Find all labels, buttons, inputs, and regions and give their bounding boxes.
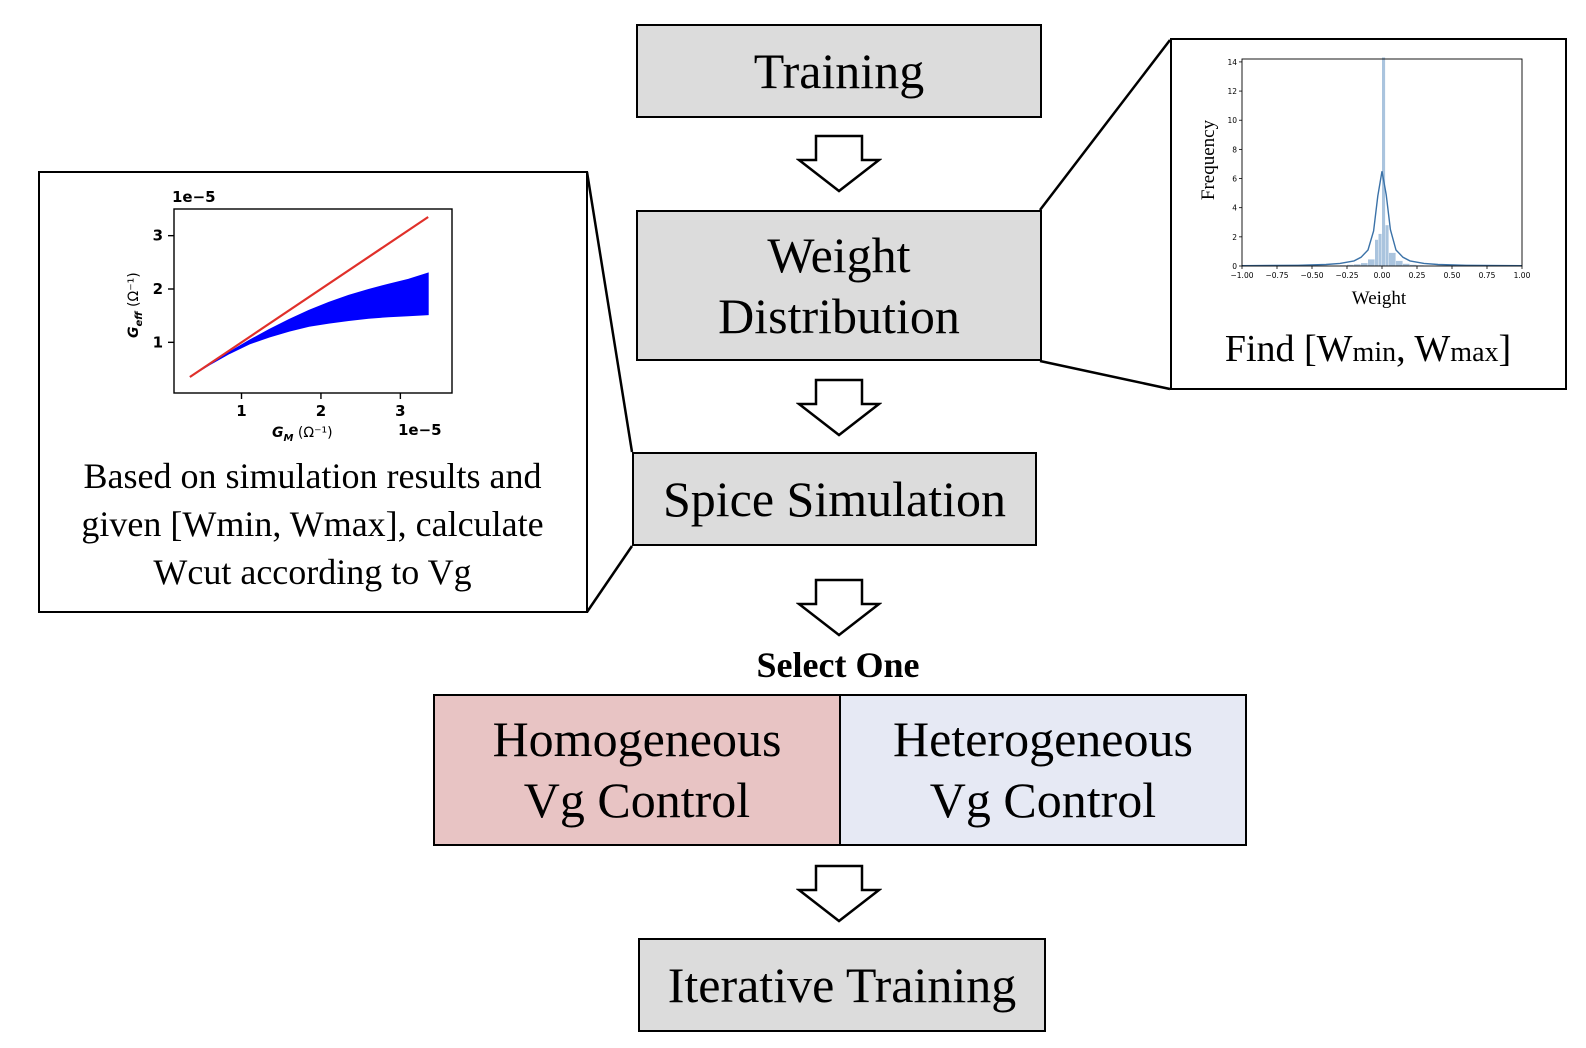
histogram-x-tick-label: 0.25 [1409,271,1426,280]
training-box: Training [636,24,1042,118]
connector-spice-top [585,171,634,453]
caption-line-1: Based on simulation results and [83,456,542,496]
x-exponent-label: 1e−5 [398,421,442,439]
caption-max: max [1450,337,1499,368]
histogram-x-tick-label: −0.50 [1301,271,1324,280]
histogram-y-tick-label: 6 [1232,175,1237,184]
homogeneous-line2: Vg Control [523,772,751,828]
histogram-y-ticks: 0 2 4 6 8 10 12 14 [1227,58,1242,271]
weight-distribution-box: Weight Distribution [636,210,1042,361]
y-tick-label: 2 [153,280,163,298]
blue-band-area [189,272,429,378]
histogram-y-tick-label: 4 [1232,204,1237,213]
iterative-training-box: Iterative Training [638,938,1046,1032]
connector-weight-top [1039,39,1171,211]
select-one-label: Select One [756,645,920,685]
simulation-panel: 1 2 3 1 2 3 1e−5 1e−5 GM (Ω⁻¹) Geff (Ω⁻¹) Ba… [38,171,588,613]
histogram-x-ticks: −1.00 −0.75 −0.50 −0.25 0.00 0.25 0.50 0.75 1.00 [1231,266,1531,280]
histogram-bin [1389,252,1396,266]
caption-line-3: Wcut according to Vg [153,551,472,592]
histogram-x-tick-label: 0.00 [1374,271,1391,280]
histogram-y-tick-label: 8 [1232,145,1237,154]
spice-simulation-label: Spice Simulation [662,470,1007,527]
homogeneous-label: Homogeneous Vg Control [493,709,782,831]
y-tick-label: 1 [153,333,163,351]
caption-suffix: ] [1498,328,1512,370]
caption-line-2: given [Wmin, Wmax], calculate [81,503,544,544]
x-tick-label: 1 [236,402,246,420]
down-arrow-icon [796,378,882,437]
x-tick-label: 3 [395,402,405,420]
weight-histogram-chart: −1.00 −0.75 −0.50 −0.25 0.00 0.25 0.50 0.75 1.00… [1198,57,1531,309]
connector-spice-bottom [585,545,634,613]
weight-histogram-panel: −1.00 −0.75 −0.50 −0.25 0.00 0.25 0.50 0.75 1.00… [1170,38,1567,390]
histogram-x-tick-label: −0.75 [1266,271,1289,280]
histogram-bin [1347,264,1354,266]
down-arrow-icon [796,864,882,923]
histogram-y-tick-label: 0 [1232,262,1237,271]
histogram-bins [1340,57,1424,266]
y-axis-label: Geff (Ω⁻¹) [126,272,145,338]
heterogeneous-line1: Heterogeneous [893,711,1193,767]
histogram-x-tick-label: −1.00 [1231,271,1254,280]
homogeneous-box: Homogeneous Vg Control [433,694,841,846]
kde-curve [1241,171,1523,267]
histogram-bin [1410,264,1417,266]
histogram-x-tick-label: 0.50 [1444,271,1461,280]
x-tick-label: 2 [316,402,326,420]
homogeneous-line1: Homogeneous [492,711,782,767]
histogram-bin [1396,260,1403,266]
spice-simulation-box: Spice Simulation [632,452,1037,546]
caption-prefix: Find [W [1224,328,1353,370]
histogram-y-tick-label: 14 [1227,58,1237,67]
histogram-bin [1378,233,1382,266]
y-ticks: 1 2 3 [153,227,174,351]
caption-mid: , W [1396,328,1451,370]
plot-frame [173,208,453,394]
histogram-bin [1385,225,1389,266]
down-arrow-icon [796,578,882,637]
training-label: Training [753,42,925,99]
weight-label-line2: Distribution [718,287,960,344]
x-axis-label: GM (Ω⁻¹) [272,425,333,444]
heterogeneous-box: Heterogeneous Vg Control [839,694,1247,846]
histogram-bin [1403,263,1410,266]
down-arrow-icon [796,134,882,193]
histogram-bin [1361,263,1368,266]
x-ticks: 1 2 3 [236,393,406,420]
histogram-y-tick-label: 2 [1232,233,1237,242]
histogram-x-tick-label: 0.75 [1479,271,1496,280]
red-reference-line [189,216,429,378]
y-tick-label: 3 [153,227,163,245]
histogram-x-tick-label: 1.00 [1514,271,1531,280]
histogram-bin [1382,57,1386,266]
iterative-training-label: Iterative Training [667,956,1017,1013]
heterogeneous-label: Heterogeneous Vg Control [893,709,1193,831]
histogram-y-label: Frequency [1198,119,1219,200]
histogram-bin [1368,259,1375,266]
weight-distribution-label: Weight Distribution [718,225,960,347]
find-range-caption: Find [Wmin, Wmax] [1172,324,1564,375]
heterogeneous-line2: Vg Control [929,772,1157,828]
histogram-x-label: Weight [1352,288,1407,309]
conductance-chart: 1 2 3 1 2 3 1e−5 1e−5 GM (Ω⁻¹) Geff (Ω⁻¹) [126,188,453,444]
histogram-x-tick-label: −0.25 [1336,271,1359,280]
y-exponent-label: 1e−5 [172,188,216,206]
caption-min: min [1352,337,1397,368]
connector-weight-bottom [1039,359,1171,391]
histogram-y-tick-label: 12 [1227,87,1237,96]
histogram-bin [1354,264,1361,266]
histogram-bin [1375,239,1379,266]
histogram-y-tick-label: 10 [1227,116,1237,125]
simulation-caption: Based on simulation results and given [W… [40,453,585,597]
weight-label-line1: Weight [767,226,911,283]
